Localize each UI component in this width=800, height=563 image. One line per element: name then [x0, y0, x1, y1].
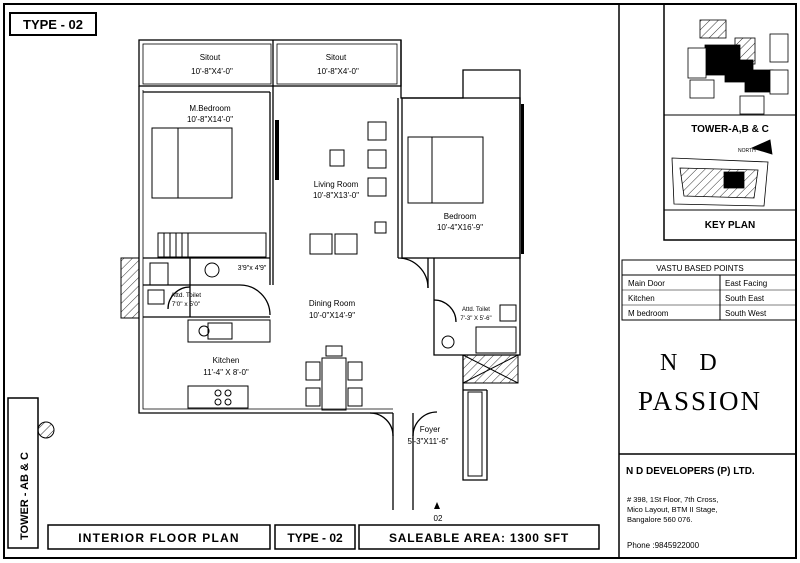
vastu-row-item: M bedroom [628, 309, 669, 318]
vastu-row-item: Main Door [628, 279, 665, 288]
kitchen-name: Kitchen [213, 356, 240, 365]
master-bedroom-name: M.Bedroom [189, 104, 231, 113]
master-bedroom-size: 10'-8"X14'-0" [187, 115, 233, 124]
footer-plan-title: INTERIOR FLOOR PLAN [78, 531, 239, 545]
right-panel: TOWER-A,B & C NORTH KEY PLAN VASTU BASED… [618, 4, 797, 558]
attd-toilet-left-name: Attd. Toilet [171, 292, 201, 299]
site-map-icon [671, 139, 773, 207]
outer-wall-left [138, 86, 393, 414]
bedroom-bed [407, 136, 484, 204]
side-tower-text: TOWER - AB & C [19, 452, 31, 540]
developer-address-line: # 398, 1St Floor, 7th Cross, [627, 495, 718, 504]
vastu-row-value: South West [725, 309, 767, 318]
window-hatch [120, 104, 524, 477]
attd-toilet-right-name: Attd. Toilet [462, 307, 490, 313]
bedroom-name: Bedroom [444, 212, 477, 221]
developer-name: N D DEVELOPERS (P) LTD. [626, 466, 755, 477]
side-tower-label: TOWER - AB & C [7, 397, 55, 549]
key-plan-title: KEY PLAN [705, 220, 755, 231]
foyer-name: Foyer [420, 425, 441, 434]
sitout-right-size: 10'-8"X4'-0" [317, 67, 359, 76]
dining-room-name: Dining Room [309, 299, 356, 308]
kitchen-size: 11'-4" X 8'-0" [203, 368, 249, 377]
vastu-title: VASTU BASED POINTS [656, 264, 743, 273]
dining-room-size: 10'-0"X14'-9" [309, 311, 355, 320]
sitout-right-name: Sitout [326, 53, 347, 62]
attd-toilet-left-size: 7'0" x 5'0" [172, 301, 201, 308]
type-header-box: TYPE - 02 [9, 12, 97, 36]
closet-size: 3'9"x 4'9" [238, 265, 267, 272]
sitout-left-name: Sitout [200, 53, 221, 62]
type-header-text: TYPE - 02 [23, 17, 83, 32]
entrance-label: 02 [434, 514, 443, 523]
bedroom-wall [401, 97, 521, 259]
wardrobe [157, 232, 267, 258]
dining-table [321, 357, 347, 411]
floor-plan [138, 39, 521, 510]
brand-line2: PASSION [638, 386, 762, 416]
developer-address-line: Mico Layout, BTM II Stage, [627, 505, 717, 514]
footer-type: TYPE - 02 [287, 531, 343, 545]
vastu-row-value: South East [725, 294, 765, 303]
foyer-size: 5'-3"X11'-6" [407, 437, 448, 446]
sitout-left-size: 10'-8"X4'-0" [191, 67, 233, 76]
entrance-arrow-icon [434, 502, 440, 509]
developer-address-line: Bangalore 560 076. [627, 515, 692, 524]
sitout-wall [138, 39, 402, 87]
vastu-table: VASTU BASED POINTS Main Door East Facing… [621, 259, 797, 321]
north-symbol-icon [37, 421, 55, 439]
bedroom-size: 10'-4"X16'-9" [437, 223, 483, 232]
tower-map-icon [687, 19, 789, 115]
living-room-name: Living Room [314, 180, 359, 189]
kitchen-counter [187, 319, 271, 343]
master-bed [151, 127, 233, 199]
vastu-row-value: East Facing [725, 279, 767, 288]
key-plan-tower-label: TOWER-A,B & C [691, 124, 769, 135]
vastu-row-item: Kitchen [628, 294, 655, 303]
attd-toilet-right-size: 7'-3" X 5'-6" [460, 316, 491, 322]
developer-phone: Phone :9845922000 [627, 541, 700, 550]
living-room-size: 10'-8"X13'-0" [313, 191, 359, 200]
brand-line1: N D [660, 350, 725, 376]
furniture [147, 121, 517, 411]
north-label: NORTH [738, 148, 756, 154]
footer-area: SALEABLE AREA: 1300 SFT [389, 531, 569, 545]
room-labels: Sitout 10'-8"X4'-0" Sitout 10'-8"X4'-0" … [171, 53, 492, 523]
footer: INTERIOR FLOOR PLAN TYPE - 02 SALEABLE A… [47, 524, 600, 550]
